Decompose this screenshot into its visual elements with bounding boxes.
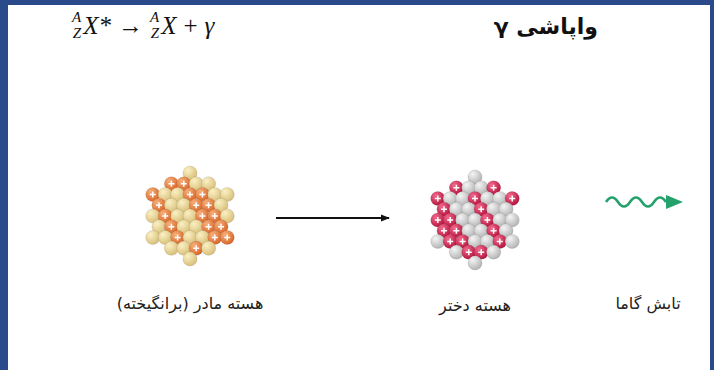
plus-sign (193, 202, 199, 208)
neutron (505, 234, 519, 248)
equation-symbol: → (118, 12, 143, 40)
plus-sign (447, 238, 453, 244)
title: واپاشی γ (494, 14, 598, 39)
plus-sign (441, 228, 447, 234)
equation-symbol: Z (73, 26, 81, 42)
plus-sign (484, 217, 490, 223)
neutron (431, 234, 445, 248)
plus-sign (509, 196, 515, 202)
plus-sign (460, 238, 466, 244)
plus-sign (491, 185, 497, 191)
equation-symbol: γ (205, 12, 215, 40)
nucleus-drawing (425, 170, 525, 270)
nucleus: هسته مادر (برانگیخته) (140, 166, 240, 266)
plus-sign (168, 224, 174, 230)
plus-sign (206, 224, 212, 230)
proton (220, 230, 234, 244)
equation-symbol: A (72, 10, 81, 26)
plus-sign (212, 234, 218, 240)
plus-sign (187, 192, 193, 198)
plus-sign (435, 196, 441, 202)
plus-sign (218, 224, 224, 230)
nucleus: هسته دختر (425, 170, 525, 270)
plus-sign (168, 181, 174, 187)
frame-bar (710, 0, 714, 370)
gamma-wave (606, 198, 666, 207)
plus-sign (181, 181, 187, 187)
plus-sign (497, 238, 503, 244)
equation: AZX*→AZX+γ (72, 10, 214, 42)
equation-symbol: + (183, 12, 197, 40)
plus-sign (466, 249, 472, 255)
reaction-arrow (276, 217, 389, 219)
equation-symbol: A (150, 10, 159, 26)
nucleus-label: هسته دختر (437, 296, 513, 315)
plus-sign (224, 234, 230, 240)
nucleon-group (146, 166, 235, 266)
frame-bar (0, 0, 714, 5)
equation-symbol: Z (151, 26, 159, 42)
nucleon-group (431, 170, 520, 270)
neutron (487, 245, 501, 259)
plus-sign (453, 228, 459, 234)
frame-bar (0, 0, 8, 370)
plus-sign (491, 228, 497, 234)
equation-symbol: X* (83, 12, 111, 40)
gamma-arrowhead (666, 195, 683, 209)
plus-sign (441, 206, 447, 212)
neutron (183, 252, 197, 266)
plus-sign (453, 185, 459, 191)
equation-symbol: X (161, 12, 176, 40)
radiation-label: تابش گاما (615, 294, 680, 313)
plus-sign (447, 217, 453, 223)
plus-sign (478, 249, 484, 255)
plus-sign (150, 192, 156, 198)
plus-sign (193, 245, 199, 251)
nucleus-drawing (140, 166, 240, 266)
plus-sign (212, 213, 218, 219)
plus-sign (156, 202, 162, 208)
plus-sign (478, 206, 484, 212)
neutron (468, 256, 482, 270)
plus-sign (199, 213, 205, 219)
plus-sign (472, 196, 478, 202)
neutron (164, 241, 178, 255)
neutron (449, 245, 463, 259)
plus-sign (162, 213, 168, 219)
plus-sign (206, 202, 212, 208)
plus-sign (175, 234, 181, 240)
prescript: AZ (150, 10, 159, 42)
neutron (146, 230, 160, 244)
nucleus-label: هسته مادر (برانگیخته) (115, 294, 266, 313)
prescript: AZ (72, 10, 81, 42)
plus-sign (435, 217, 441, 223)
neutron (202, 241, 216, 255)
plus-sign (199, 192, 205, 198)
